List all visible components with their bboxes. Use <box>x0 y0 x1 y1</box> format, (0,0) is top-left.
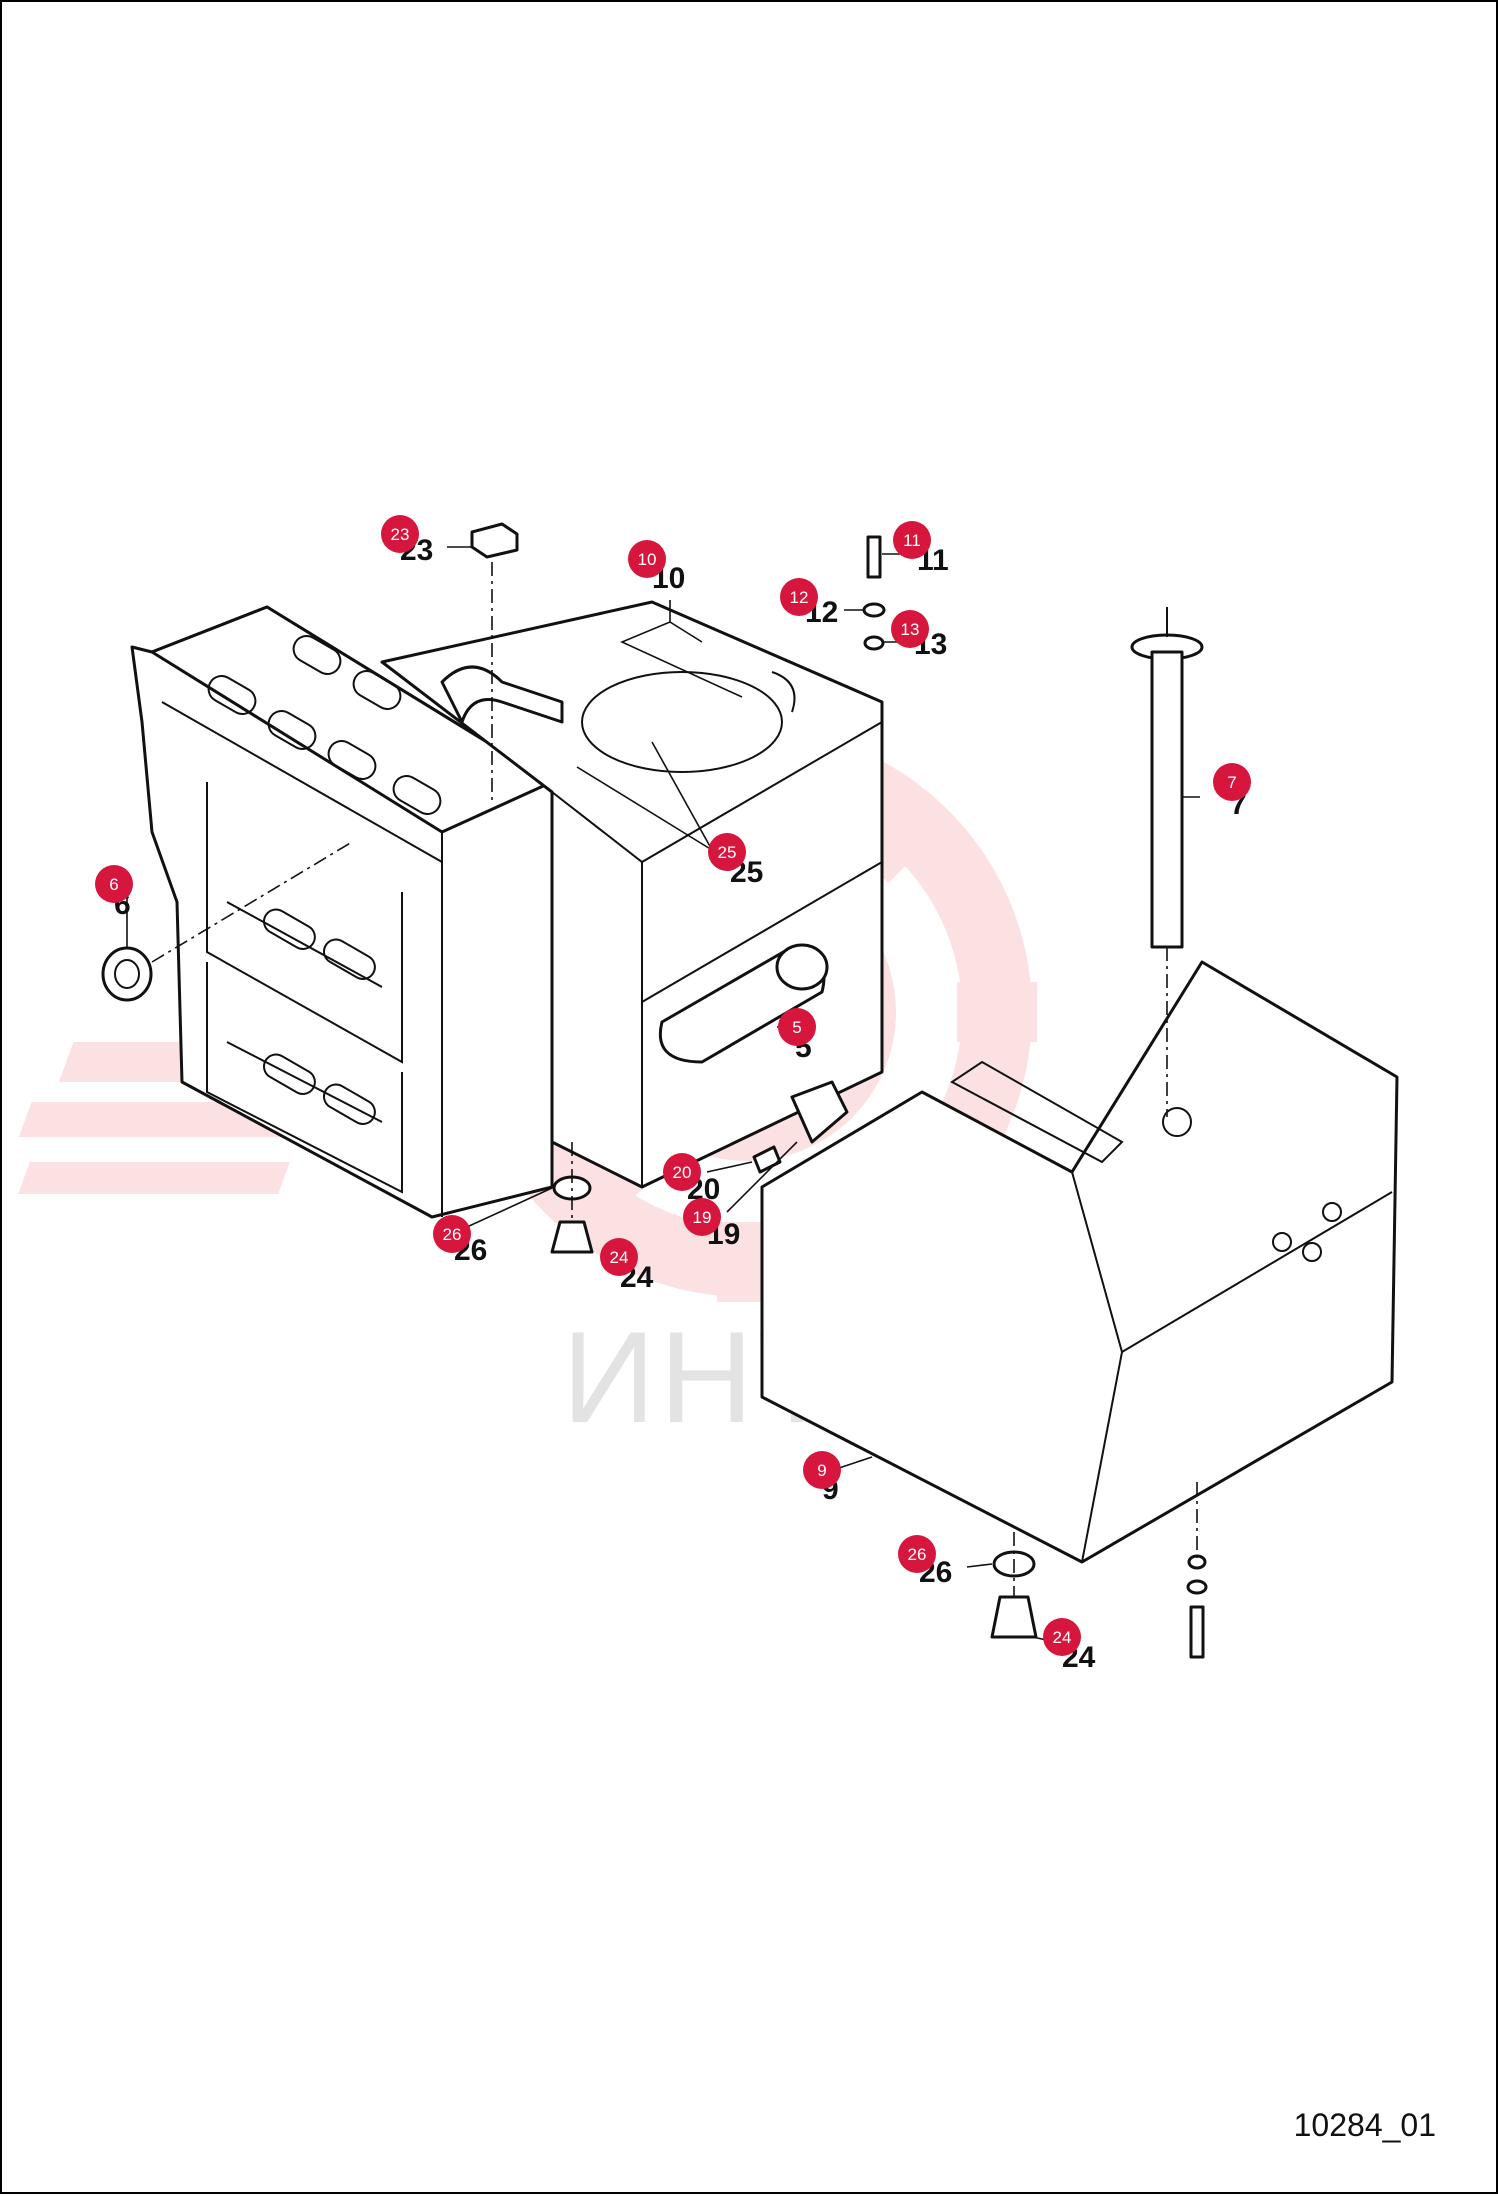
bubble-12-circle <box>780 578 818 616</box>
bubble-5[interactable]: 5 <box>778 1008 816 1046</box>
bubble-23[interactable]: 23 <box>381 515 419 553</box>
bubble-10-label: 10 <box>638 550 657 569</box>
bubble-7[interactable]: 7 <box>1213 763 1251 801</box>
bubble-19[interactable]: 19 <box>683 1198 721 1236</box>
bubble-9-label: 9 <box>817 1461 826 1480</box>
bubble-23-label: 23 <box>391 525 410 544</box>
bubble-26-left-label: 26 <box>443 1225 462 1244</box>
hydraulic-tank <box>380 600 884 1189</box>
bubble-11[interactable]: 11 <box>893 521 931 559</box>
drawing-number: 10284_01 <box>1293 2107 1436 2143</box>
bubble-9[interactable]: 9 <box>803 1451 841 1489</box>
bubble-24-left[interactable]: 24 <box>600 1238 638 1276</box>
bubble-12-label: 12 <box>790 588 809 607</box>
small-parts <box>101 522 1208 1659</box>
bubble-10[interactable]: 10 <box>628 540 666 578</box>
bubble-25[interactable]: 25 <box>708 833 746 871</box>
bubble-20-label: 20 <box>673 1163 692 1182</box>
bubble-26-left-circle <box>433 1215 471 1253</box>
bubble-26-right-label: 26 <box>908 1545 927 1564</box>
bubble-20[interactable]: 20 <box>663 1153 701 1191</box>
bubble-5-circle <box>778 1008 816 1046</box>
bubble-10-circle <box>628 540 666 578</box>
bubble-6[interactable]: 6 <box>95 865 133 903</box>
callout-bubbles: 23 10 11 12 13 7 6 25 5 20 19 26 24 9 26… <box>95 515 1251 1656</box>
bubble-6-circle <box>95 865 133 903</box>
bubble-24-left-circle <box>600 1238 638 1276</box>
bubble-24-left-label: 24 <box>610 1248 629 1267</box>
bubble-13-label: 13 <box>901 620 920 639</box>
fuel-tank <box>760 960 1399 1564</box>
bubble-9-circle <box>803 1451 841 1489</box>
bubble-26-left[interactable]: 26 <box>433 1215 471 1253</box>
bubble-19-label: 19 <box>693 1208 712 1227</box>
bubble-7-circle <box>1213 763 1251 801</box>
bubble-11-circle <box>893 521 931 559</box>
filter-element <box>659 943 829 1064</box>
bubble-11-label: 11 <box>903 531 921 550</box>
callout-numbers: 23 10 11 12 13 7 6 25 5 20 19 26 24 9 26… <box>114 534 1247 1674</box>
bubble-24-right-label: 24 <box>1053 1628 1072 1647</box>
bubble-24-right-circle <box>1043 1618 1081 1656</box>
bubble-13-circle <box>891 610 929 648</box>
bubble-25-circle <box>708 833 746 871</box>
tank-frame-rack <box>130 605 554 1219</box>
bubble-19-circle <box>683 1198 721 1236</box>
bubble-26-right-circle <box>898 1535 936 1573</box>
bubble-24-right[interactable]: 24 <box>1043 1618 1081 1656</box>
bubble-26-right[interactable]: 26 <box>898 1535 936 1573</box>
leader-lines <box>126 546 1200 1643</box>
bubble-7-label: 7 <box>1227 773 1236 792</box>
bubble-23-circle <box>381 515 419 553</box>
bubble-20-circle <box>663 1153 701 1191</box>
bubble-25-label: 25 <box>718 843 737 862</box>
bubble-13[interactable]: 13 <box>891 610 929 648</box>
level-sensor <box>1130 607 1204 1117</box>
bubble-6-label: 6 <box>109 875 118 894</box>
bubble-12[interactable]: 12 <box>780 578 818 616</box>
bubble-5-label: 5 <box>792 1018 801 1037</box>
